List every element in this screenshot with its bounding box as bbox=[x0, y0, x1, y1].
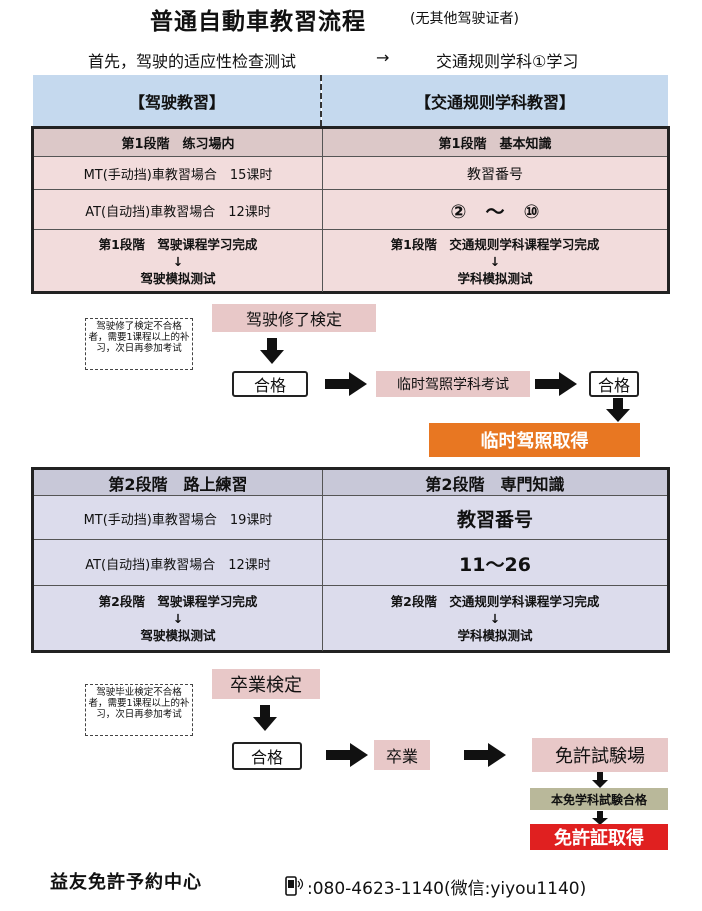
license-obtained: 免許証取得 bbox=[530, 824, 668, 850]
right-arrow-icon bbox=[464, 743, 506, 771]
stage2-at-row: AT(自动挡)車教習場合 12课时 11～26 bbox=[34, 539, 667, 586]
step-arrow: → bbox=[376, 48, 390, 67]
page-subtitle: (无其他驾驶证者) bbox=[410, 11, 519, 27]
stage2-mt-hours: MT(手动挡)車教習場合 19课时 bbox=[83, 512, 273, 528]
provisional-written-exam: 临时驾照学科考试 bbox=[376, 371, 530, 397]
phone-number: :080-4623-1140(微信:yiyou1140) bbox=[307, 879, 587, 899]
down-arrow-icon bbox=[252, 705, 278, 735]
header-driving: 【驾驶教習】 bbox=[33, 75, 321, 126]
stage1-at-hours: AT(自动挡)車教習場合 12课时 bbox=[85, 204, 271, 220]
stage2-left-test: 驾驶模拟测试 bbox=[140, 628, 216, 643]
stage2-at-hours: AT(自动挡)車教習場合 12课时 bbox=[85, 557, 271, 573]
stage1-lesson-label: 教習番号 bbox=[322, 157, 667, 190]
phone-icon bbox=[284, 875, 304, 901]
stage1-section: 第1段階 练习場内 第1段階 基本知識 MT(手动挡)車教習場合 15课时 教習… bbox=[31, 126, 670, 294]
right-arrow-icon bbox=[535, 372, 577, 400]
stage1-right-complete: 第1段階 交通规则学科课程学习完成 bbox=[390, 236, 600, 252]
stage1-lesson-range: ② ～ ⑩ bbox=[322, 190, 667, 230]
stage2-lesson-range: 11～26 bbox=[322, 540, 667, 586]
pass-box-3: 合格 bbox=[232, 742, 302, 770]
stage2-right-complete-cell: 第2段階 交通规则学科课程学习完成 ↓ 学科模拟测试 bbox=[322, 586, 667, 651]
stage1-left-title: 第1段階 练习場内 bbox=[121, 137, 235, 152]
down-arrow-icon: ↓ bbox=[489, 253, 501, 269]
graduation-exam: 卒業検定 bbox=[212, 669, 320, 699]
pass-box-1: 合格 bbox=[232, 371, 308, 397]
retest-note-1: 驾驶修了検定不合格者，需要1课程以上的补习，次日再参加考试 bbox=[85, 318, 193, 370]
stage2-complete-row: 第2段階 驾驶课程学习完成 ↓ 驾驶模拟测试 第2段階 交通规则学科课程学习完成… bbox=[34, 585, 667, 651]
stage1-right-test: 学科模拟测试 bbox=[457, 270, 533, 286]
graduation-box: 卒業 bbox=[374, 740, 430, 770]
stage2-left-title: 第2段階 路上練習 bbox=[108, 474, 248, 494]
center-name: 益友免許予約中心 bbox=[50, 872, 202, 893]
down-arrow-icon bbox=[259, 338, 285, 368]
down-arrow-icon bbox=[591, 772, 609, 792]
stage2-mt-row: MT(手动挡)車教習場合 19课时 教習番号 bbox=[34, 495, 667, 540]
driving-completion-exam: 驾驶修了検定 bbox=[212, 304, 376, 332]
license-test-center: 免許試験場 bbox=[532, 738, 668, 772]
stage1-mt-row: MT(手动挡)車教習場合 15课时 教習番号 bbox=[34, 156, 667, 190]
down-arrow-icon: ↓ bbox=[489, 611, 501, 626]
stage1-left-complete-cell: 第1段階 驾驶课程学习完成 ↓ 驾驶模拟测试 bbox=[34, 230, 322, 292]
pass-box-2: 合格 bbox=[589, 371, 639, 397]
stage2-left-complete-cell: 第2段階 驾驶课程学习完成 ↓ 驾驶模拟测试 bbox=[34, 586, 322, 651]
stage1-at-row: AT(自动挡)車教習場合 12课时 ② ～ ⑩ bbox=[34, 189, 667, 230]
step-aptitude-test: 首先，驾驶的适应性检查测试 bbox=[88, 52, 297, 71]
right-arrow-icon bbox=[326, 743, 368, 771]
stage2-left-complete: 第2段階 驾驶课程学习完成 bbox=[98, 594, 258, 609]
stage2-right-complete: 第2段階 交通规则学科课程学习完成 bbox=[390, 594, 600, 609]
retest-note-2: 驾驶毕业検定不合格者，需要1课程以上的补习，次日再参加考试 bbox=[85, 684, 193, 736]
right-arrow-icon bbox=[325, 372, 367, 400]
provisional-license-obtained: 临时驾照取得 bbox=[429, 423, 640, 457]
stage2-right-test: 学科模拟测试 bbox=[457, 628, 533, 643]
written-exam-passed: 本免学科試験合格 bbox=[530, 788, 668, 810]
page-title: 普通自動車教習流程 bbox=[150, 9, 366, 35]
down-arrow-icon bbox=[591, 810, 609, 829]
stage2-section: 第2段階 路上練習 第2段階 専門知識 MT(手动挡)車教習場合 19课时 教習… bbox=[31, 467, 670, 653]
stage1-left-complete: 第1段階 驾驶课程学习完成 bbox=[98, 236, 258, 252]
stage1-complete-row: 第1段階 驾驶课程学习完成 ↓ 驾驶模拟测试 第1段階 交通规则学科课程学习完成… bbox=[34, 229, 667, 292]
stage1-right-complete-cell: 第1段階 交通规则学科课程学习完成 ↓ 学科模拟测试 bbox=[322, 230, 667, 292]
header-divider bbox=[320, 75, 322, 126]
step-traffic-rules: 交通规则学科①学习 bbox=[436, 52, 579, 71]
stage2-title-row: 第2段階 路上練習 第2段階 専門知識 bbox=[34, 470, 667, 495]
header-rules: 【交通规则学科教習】 bbox=[322, 75, 668, 126]
stage1-right-title: 第1段階 基本知識 bbox=[322, 129, 667, 156]
stage2-right-title: 第2段階 専門知識 bbox=[322, 470, 667, 495]
stage1-title-row: 第1段階 练习場内 第1段階 基本知識 bbox=[34, 129, 667, 156]
stage2-lesson-label: 教習番号 bbox=[322, 496, 667, 540]
stage1-left-test: 驾驶模拟测试 bbox=[140, 270, 216, 286]
stage1-mt-hours: MT(手动挡)車教習場合 15课时 bbox=[83, 168, 273, 183]
down-arrow-icon bbox=[605, 398, 631, 426]
down-arrow-icon: ↓ bbox=[172, 253, 184, 269]
down-arrow-icon: ↓ bbox=[172, 611, 184, 626]
